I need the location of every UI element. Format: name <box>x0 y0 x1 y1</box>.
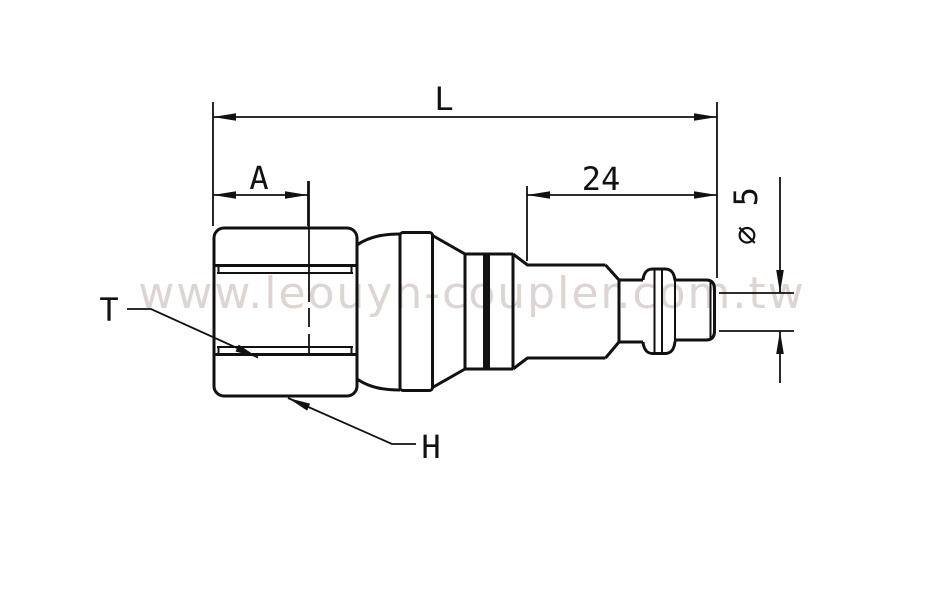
bump-inner-lines <box>653 269 676 354</box>
release-sleeve <box>356 232 401 392</box>
sleeve-bottom-curve <box>356 377 401 392</box>
watermark-text: www.leouyn-coupler.com.tw <box>138 268 805 319</box>
leader-line-T <box>127 308 259 359</box>
arrowhead-H <box>288 398 311 411</box>
taper-cone <box>431 234 467 389</box>
hex-corner-arcs <box>217 265 353 355</box>
arrowhead-24-right <box>694 191 717 199</box>
dim-label-diameter: ⌀ 5 <box>727 187 765 245</box>
nipple-tip <box>675 278 716 342</box>
leader-line-H <box>287 397 416 445</box>
neck-taper <box>604 263 621 359</box>
dimension-socket-length: A <box>213 159 309 226</box>
flange-ring <box>398 231 434 392</box>
dimension-plug-length: 24 <box>526 160 717 261</box>
arrowhead-dia-top <box>776 270 784 293</box>
collar-cylinder <box>465 252 515 371</box>
dim-label-A: A <box>249 159 268 197</box>
extension-lines-L <box>212 102 718 278</box>
arrowhead-dia-bottom <box>776 331 784 354</box>
dim-label-24: 24 <box>582 160 621 198</box>
arrowhead-A-right <box>285 191 308 199</box>
extension-lines-dia <box>719 292 794 332</box>
arrowhead-A-left <box>213 191 236 199</box>
callout-hex: H <box>287 397 441 466</box>
bump-top <box>641 267 677 281</box>
coupler-outline <box>212 181 716 398</box>
bump-bottom <box>641 341 677 355</box>
callout-thread: T <box>99 291 259 359</box>
dim-label-L: L <box>434 80 453 118</box>
sleeve-top-curve <box>356 232 401 247</box>
dimension-overall-length: L <box>212 80 718 278</box>
arrowhead-24-left <box>527 191 550 199</box>
callout-label-T: T <box>99 291 118 329</box>
dimension-bore-diameter: ⌀ 5 <box>719 177 794 383</box>
groove-band <box>483 254 490 369</box>
hex-flat-lines <box>215 264 356 356</box>
nipple-bump <box>641 267 677 355</box>
arrowhead-L-left <box>213 113 236 121</box>
arrowhead-L-right <box>694 113 717 121</box>
tip-outline <box>675 278 716 342</box>
plug-shank <box>512 252 606 371</box>
hex-body-outline <box>212 226 359 398</box>
arrowhead-T <box>235 344 258 358</box>
neck <box>619 278 643 344</box>
callout-label-H: H <box>421 428 440 466</box>
